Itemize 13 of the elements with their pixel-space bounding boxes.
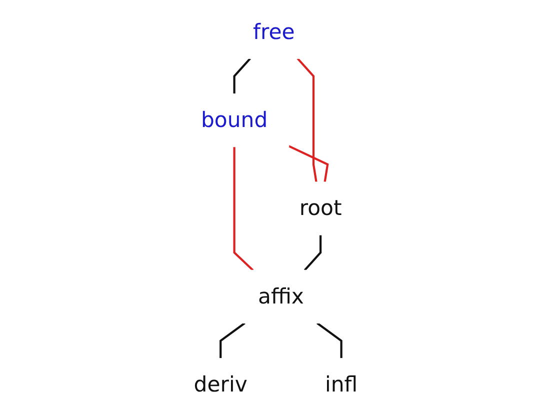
connector <box>234 146 254 271</box>
node-text: free <box>253 20 296 44</box>
connector <box>304 234 322 271</box>
node-text: affix <box>258 284 304 310</box>
node-text: root <box>300 196 342 221</box>
connector <box>288 145 330 182</box>
node-text: deriv <box>194 372 248 398</box>
node-text: infl <box>325 372 358 398</box>
connector <box>234 58 252 94</box>
connector <box>316 322 343 358</box>
node-text: bound <box>201 108 268 133</box>
connector <box>297 58 318 182</box>
connector <box>220 322 246 358</box>
